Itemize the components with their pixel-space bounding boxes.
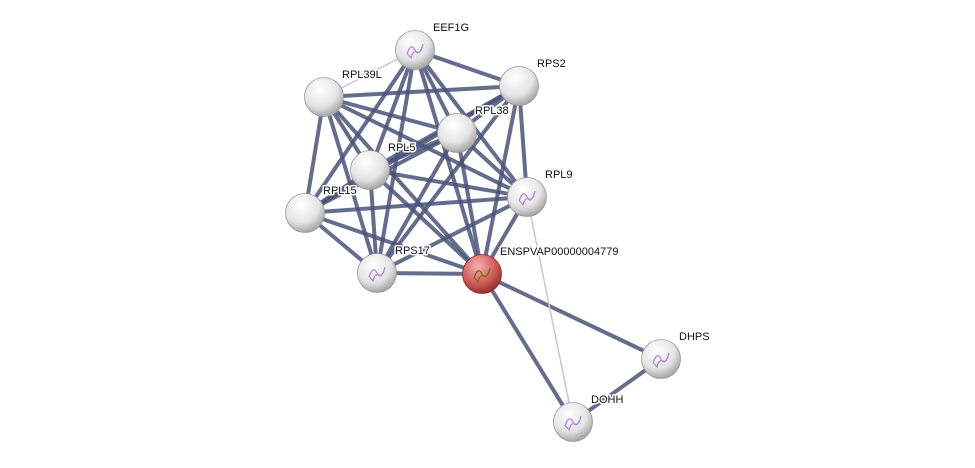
node-rpl15[interactable]: RPL15 [285,184,358,233]
edge-RPL38-ENSPVAP00000004779[interactable] [455,132,484,275]
node-rpl38[interactable]: RPL38 [437,104,510,153]
node-label: RPL9 [545,169,573,181]
protein-structure-icon [368,266,386,283]
edge-EEF1G-RPL5[interactable] [368,49,417,171]
node-label: RPL39L [342,69,382,81]
node-label: RPS2 [537,58,566,70]
edge-RPL15-ENSPVAP00000004779[interactable] [304,211,483,276]
node-label: RPL38 [475,105,509,117]
node-label: ENSPVAP00000004779 [500,246,618,258]
node-dhps[interactable]: DHPS [641,330,711,379]
protein-structure-icon [518,190,536,207]
node-rpl5[interactable]: RPL5 [350,141,417,190]
protein-structure-icon [406,43,424,60]
edge-ENSPVAP00000004779-DOHH[interactable] [480,272,575,424]
edge-RPL39L-RPL38[interactable] [323,95,458,135]
node-enspvap00000004779[interactable]: ENSPVAP00000004779 [462,245,620,294]
node-sphere[interactable] [285,193,325,233]
protein-structure-icon [473,267,491,284]
edge-RPS2-ENSPVAP00000004779[interactable] [480,85,521,275]
edge-RPL9-RPS17[interactable] [376,195,528,275]
node-label: EEF1G [433,22,469,34]
edge-EEF1G-RPS17[interactable] [375,49,417,274]
node-eef1g[interactable]: EEF1G [395,21,471,70]
edge-RPS2-RPL39L[interactable] [323,84,520,99]
node-label: RPS17 [395,245,430,257]
edge-RPL9-RPL15[interactable] [304,195,528,215]
node-rps17[interactable]: RPS17 [357,244,431,293]
edge-RPL9-DOHH[interactable] [526,196,574,423]
edge-RPS2-RPS17[interactable] [375,84,521,275]
node-sphere[interactable] [499,66,539,106]
node-sphere[interactable] [304,77,344,117]
protein-structure-icon [652,352,670,369]
edge-ENSPVAP00000004779-DHPS[interactable] [481,272,662,361]
node-sphere[interactable] [437,113,477,153]
node-rpl9[interactable]: RPL9 [507,168,574,217]
node-dohh[interactable]: DOHH [553,393,625,442]
node-label: DHPS [679,331,710,343]
node-rps2[interactable]: RPS2 [499,57,567,106]
node-label: DOHH [591,394,623,406]
node-label: RPL5 [388,142,416,154]
edge-EEF1G-RPL15[interactable] [303,48,417,215]
edge-RPL5-ENSPVAP00000004779[interactable] [368,168,484,276]
edge-RPL39L-ENSPVAP00000004779[interactable] [322,95,484,276]
node-sphere[interactable] [350,150,390,190]
node-rpl39l[interactable]: RPL39L [304,68,383,117]
edge-EEF1G-ENSPVAP00000004779[interactable] [413,49,484,275]
protein-structure-icon [564,415,582,432]
edge-RPL5-RPL9[interactable] [369,168,528,199]
edge-RPS2-RPL15[interactable] [303,84,521,215]
node-label: RPL15 [323,185,357,197]
